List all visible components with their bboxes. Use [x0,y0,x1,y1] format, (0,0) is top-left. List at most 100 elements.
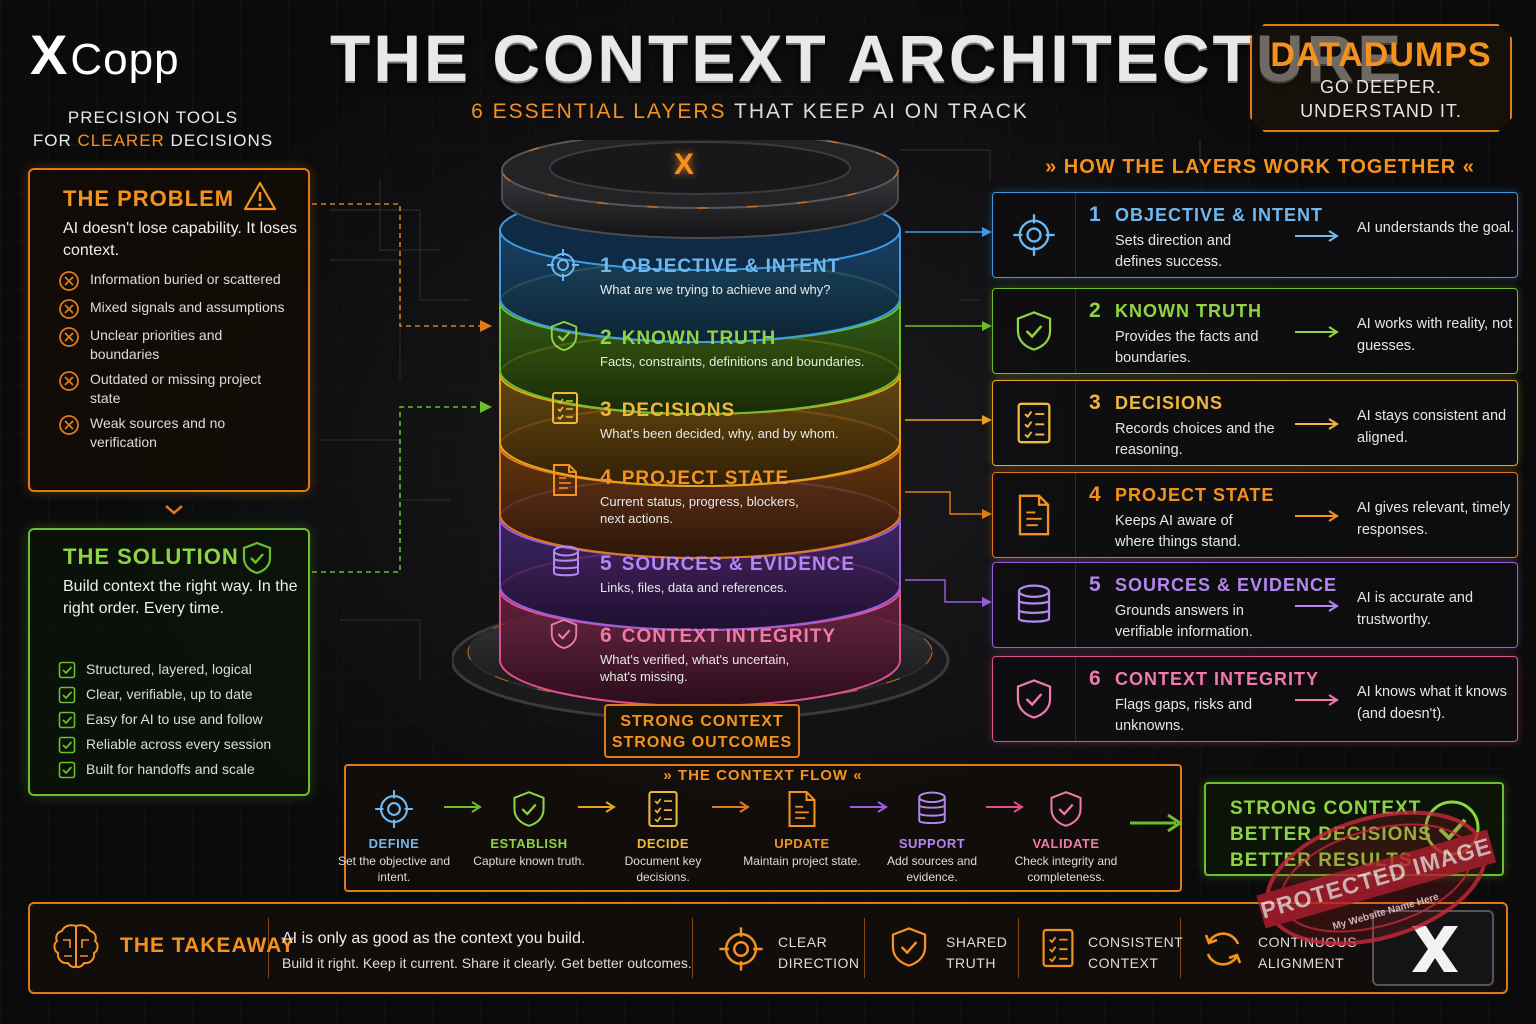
x-circle-icon [59,271,79,291]
shield-check-icon [1050,791,1082,827]
list-item: Built for handoffs and scale [58,760,308,779]
x-circle-icon [59,327,79,347]
takeaway-title: THE TAKEAWAY [120,934,296,957]
checklist-icon [1042,928,1074,968]
target-icon [375,790,413,828]
arrow-right-icon [1295,694,1339,706]
how-card-2: 2 KNOWN TRUTH Provides the facts and bou… [992,288,1518,374]
problem-title: THE PROBLEM [63,186,235,211]
document-icon [788,790,816,828]
database-icon [1017,584,1051,623]
stack-graphic [452,140,950,722]
list-item: Easy for AI to use and follow [58,710,308,729]
shield-check-icon [242,541,272,575]
x-circle-icon [59,371,79,391]
flow-step-decide: DECIDE Document key decisions. [598,786,728,885]
target-icon [547,249,579,281]
logo-x-mark [1412,926,1458,972]
list-item: Outdated or missing project state [58,370,308,408]
shield-check-icon [550,320,578,352]
divider [268,918,269,978]
solution-lead: Build context the right way. In the righ… [63,578,298,617]
checklist-icon [648,790,678,828]
shield-check-icon [513,791,545,827]
list-item: Reliable across every session [58,735,308,754]
database-icon [918,791,946,825]
checklist-icon [552,392,578,424]
arrow-right-icon [1295,510,1339,522]
solution-title: THE SOLUTION [63,544,239,569]
checkbox-icon [58,711,76,728]
list-item: Structured, layered, logical [58,660,308,679]
warning-icon [243,181,277,211]
refresh-icon [1204,932,1242,966]
flow-step-establish: ESTABLISH Capture known truth. [464,786,594,869]
arrow-right-icon [1295,600,1339,612]
list-item: Unclear priorities and boundaries [58,326,308,364]
checkbox-icon [58,761,76,778]
stack-top-mark: X [674,148,695,181]
flow-step-update: UPDATE Maintain project state. [737,786,867,869]
list-item: Weak sources and no verification [58,414,308,452]
arrow-right-icon [1295,326,1339,338]
problem-lead: AI doesn't lose capability. It loses con… [63,220,297,259]
checkbox-icon [58,661,76,678]
flow-step-validate: VALIDATE Check integrity and completenes… [1001,786,1131,885]
divider [864,918,865,978]
list-item: Information buried or scattered [58,270,308,292]
problem-panel: THE PROBLEM AI doesn't lose capability. … [28,168,310,492]
solution-list: Structured, layered, logical Clear, veri… [58,660,308,785]
how-card-4: 4 PROJECT STATE Keeps AI aware of where … [992,472,1518,558]
checklist-icon [1017,402,1051,444]
checkbox-icon [58,686,76,703]
brand-tagline: PRECISION TOOLS FOR CLEARER DECISIONS [32,108,274,150]
arrow-right-icon [1295,230,1339,242]
how-card-1: 1 OBJECTIVE & INTENT Sets direction and … [992,192,1518,278]
target-icon [719,927,763,971]
protected-image-stamp: PROTECTED IMAGE My Website Name Here [1256,810,1496,946]
flow-step-support: SUPPORT Add sources and evidence. [867,786,997,885]
shield-check-icon [550,618,578,650]
brand-logo: XCopp [30,23,180,86]
strong-context-badge: STRONG CONTEXT STRONG OUTCOMES [604,704,800,758]
takeaway-sub: Build it right. Keep it current. Share i… [282,955,692,971]
how-card-3: 3 DECISIONS Records choices and the reas… [992,380,1518,466]
takeaway-panel [28,902,1508,994]
divider [1018,918,1019,978]
how-card-5: 5 SOURCES & EVIDENCE Grounds answers in … [992,562,1518,648]
page-subtitle: 6 ESSENTIAL LAYERS THAT KEEP AI ON TRACK [471,100,1029,123]
problem-list: Information buried or scattered Mixed si… [58,270,308,458]
checkbox-icon [58,736,76,753]
flow-title: » THE CONTEXT FLOW « [663,767,863,784]
document-icon [553,464,577,496]
database-icon [553,545,579,577]
divider [1180,918,1181,978]
x-circle-icon [59,415,79,435]
list-item: Clear, verifiable, up to date [58,685,308,704]
flow-step-define: DEFINE Set the objective and intent. [329,786,459,885]
how-title: » HOW THE LAYERS WORK TOGETHER « [1045,156,1475,178]
context-flow-panel [344,764,1182,892]
document-icon [1018,494,1050,536]
solution-panel: THE SOLUTION Build context the right way… [28,528,310,796]
shield-check-icon [1016,311,1052,351]
how-card-6: 6 CONTEXT INTEGRITY Flags gaps, risks an… [992,656,1518,742]
shield-check-icon [891,927,927,967]
datadumps-badge: DATADUMPS GO DEEPER. UNDERSTAND IT. [1250,24,1512,132]
takeaway-main: AI is only as good as the context you bu… [282,930,586,947]
x-circle-icon [59,299,79,319]
target-icon [1013,214,1055,256]
list-item: Mixed signals and assumptions [58,298,308,320]
